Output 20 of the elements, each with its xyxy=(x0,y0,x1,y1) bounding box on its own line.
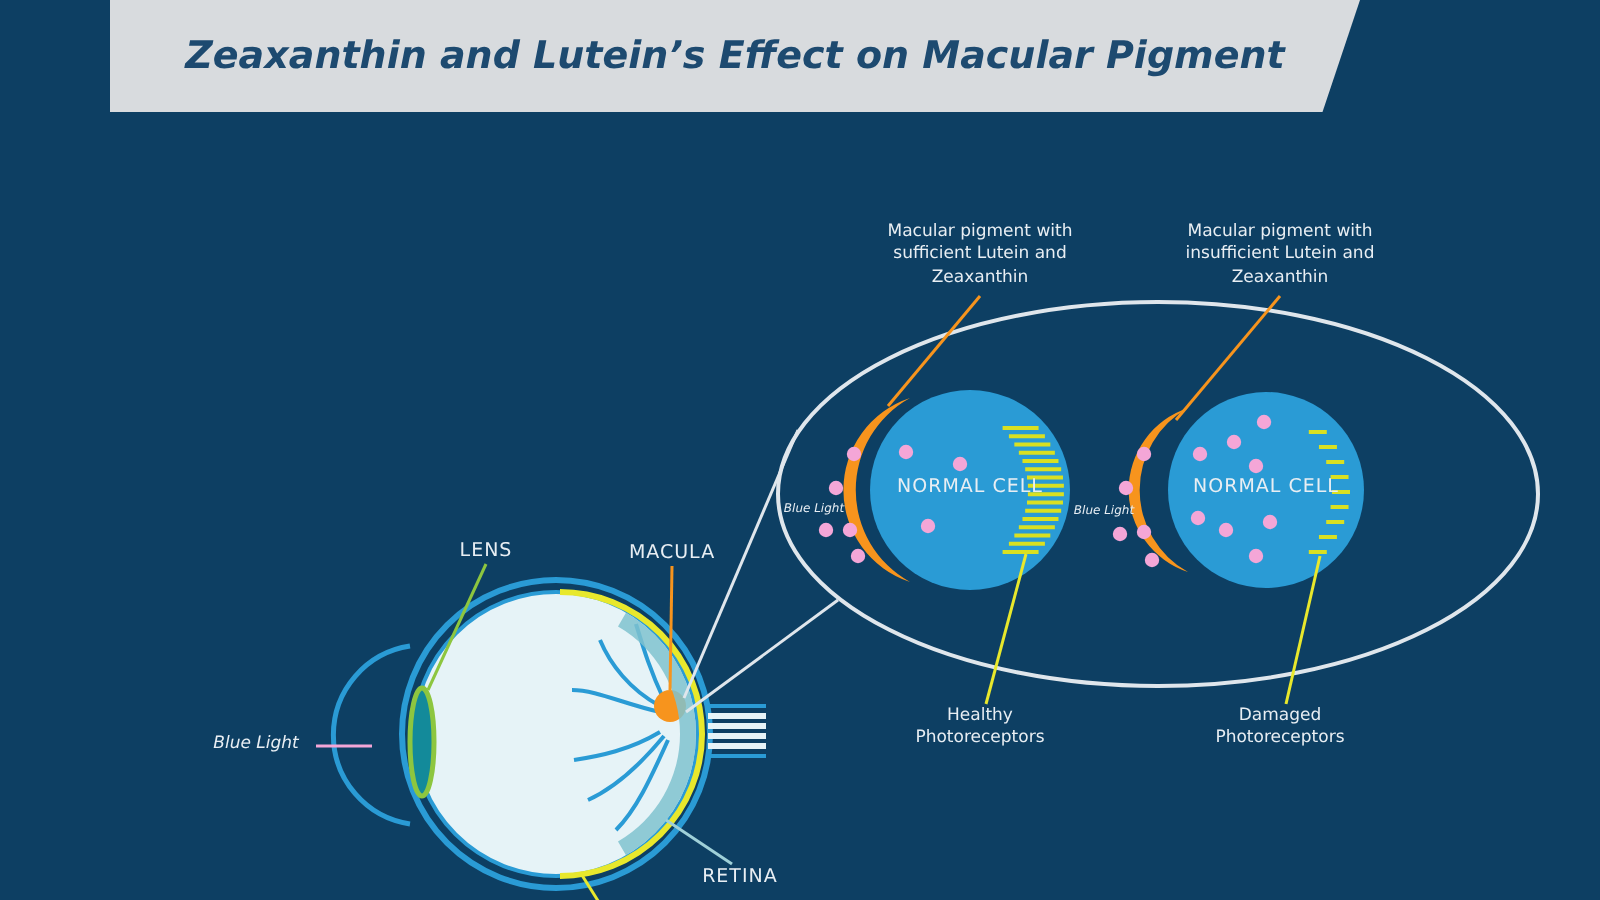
leader-line xyxy=(886,295,982,407)
leader-line xyxy=(665,818,733,866)
part-label: LENS xyxy=(459,539,513,561)
leader-line xyxy=(984,553,1028,705)
callout-text: Macular pigment with insufficient Lutein and Zeaxanthin xyxy=(1183,222,1377,290)
leader-line xyxy=(1174,295,1282,421)
cell-label: NORMAL CELL xyxy=(895,476,1045,498)
cell-label: NORMAL CELL xyxy=(1191,476,1341,498)
callout-text: Damaged Photoreceptors xyxy=(1213,705,1347,751)
magnification-line xyxy=(682,429,800,699)
callout-text: Healthy Photoreceptors xyxy=(913,705,1047,751)
magnification-line xyxy=(685,598,839,714)
callout-text: Macular pigment with sufficient Lutein and Zeaxanthin xyxy=(885,222,1075,290)
title-text: Zeaxanthin and Lutein’s Effect on Macular Pigment xyxy=(185,34,1285,78)
leader-line xyxy=(1284,555,1322,705)
leader-line xyxy=(426,563,488,691)
leader-line xyxy=(668,565,674,691)
part-label: MACULA xyxy=(628,541,716,563)
light-label: Blue Light xyxy=(211,734,301,754)
part-label: RETINA xyxy=(702,865,778,887)
